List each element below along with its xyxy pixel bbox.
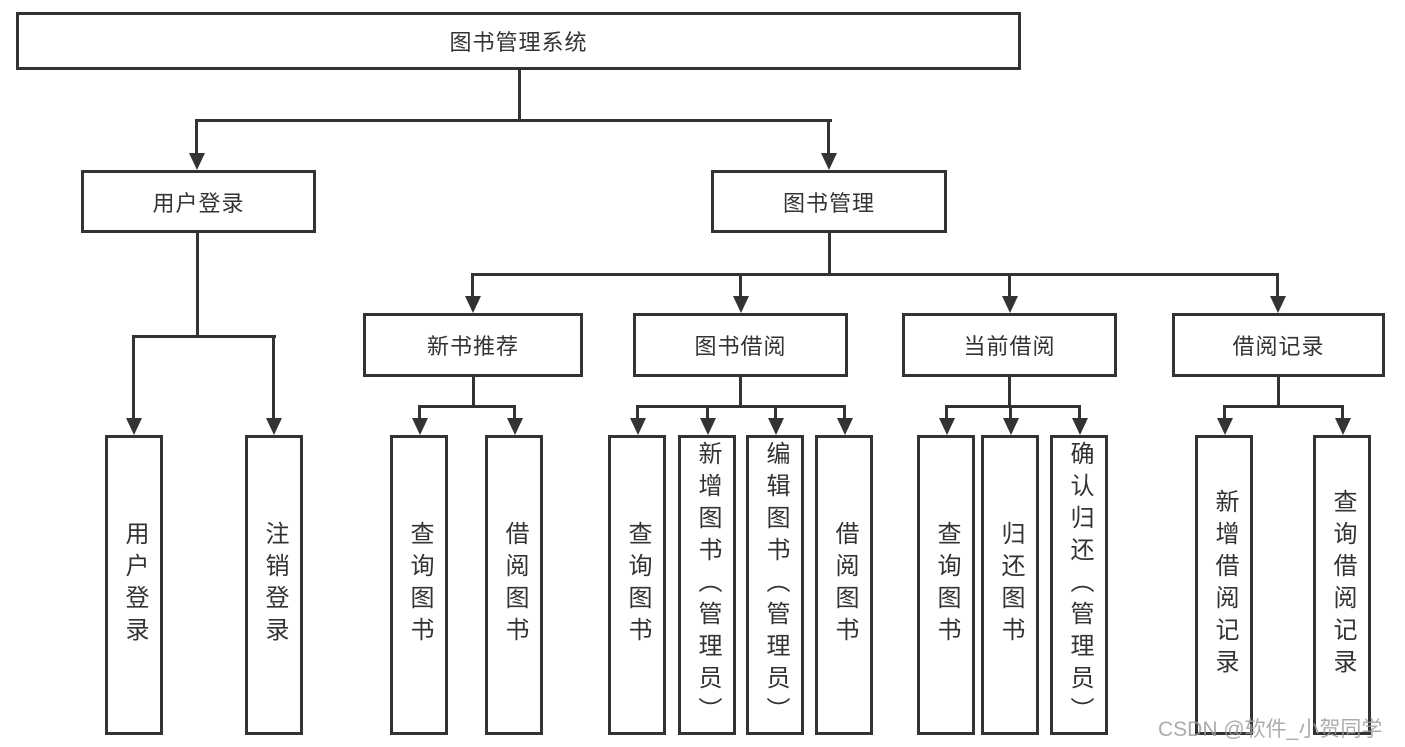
connector-vline <box>945 405 948 419</box>
connector-vline <box>518 68 521 121</box>
leaf-logout: 注销登录 <box>245 435 303 735</box>
arrowhead-down-icon <box>507 418 523 435</box>
node-current-borrowing: 当前借阅 <box>902 313 1117 377</box>
leaf-label: 新增图书（管理员） <box>694 441 721 729</box>
connector-vline <box>472 377 475 408</box>
leaf-label: 借阅图书 <box>501 521 528 649</box>
connector-hline <box>418 405 516 408</box>
connector-vline <box>1009 405 1012 419</box>
connector-vline <box>1078 405 1081 419</box>
node-book-management: 图书管理 <box>711 170 947 233</box>
connector-vline <box>1008 273 1011 297</box>
node-label: 图书管理 <box>782 190 875 216</box>
connector-vline <box>1008 377 1011 408</box>
connector-hline <box>1223 405 1344 408</box>
connector-vline <box>843 405 846 419</box>
leaf-label: 归还图书 <box>997 521 1024 649</box>
leaf-label: 编辑图书（管理员） <box>762 441 789 729</box>
connector-vline <box>272 335 275 419</box>
arrowhead-down-icon <box>821 153 837 170</box>
leaf-confirm-return-admin: 确认归还（管理员） <box>1050 435 1108 735</box>
leaf-label: 查询图书 <box>624 521 651 649</box>
connector-vline <box>513 405 516 419</box>
leaf-query-books-borrowing: 查询图书 <box>608 435 666 735</box>
connector-vline <box>739 273 742 297</box>
leaf-label: 查询图书 <box>933 521 960 649</box>
connector-vline <box>828 233 831 275</box>
leaf-query-books-current: 查询图书 <box>917 435 975 735</box>
arrowhead-down-icon <box>465 296 481 313</box>
arrowhead-down-icon <box>1002 296 1018 313</box>
connector-vline <box>195 119 198 155</box>
leaf-edit-books-admin: 编辑图书（管理员） <box>746 435 804 735</box>
node-label: 新书推荐 <box>426 334 519 359</box>
arrowhead-down-icon <box>1217 418 1233 435</box>
arrowhead-down-icon <box>266 418 282 435</box>
arrowhead-down-icon <box>189 153 205 170</box>
node-label: 用户登录 <box>152 190 245 216</box>
arrowhead-down-icon <box>837 418 853 435</box>
connector-vline <box>1223 405 1226 419</box>
node-root-library-system: 图书管理系统 <box>16 12 1021 70</box>
connector-hline <box>636 405 845 408</box>
arrowhead-down-icon <box>412 418 428 435</box>
connector-vline <box>1341 405 1344 419</box>
arrowhead-down-icon <box>126 418 142 435</box>
csdn-watermark: CSDN @软件_小贺同学 <box>1158 718 1383 741</box>
leaf-return-books: 归还图书 <box>981 435 1039 735</box>
arrowhead-down-icon <box>939 418 955 435</box>
leaf-add-books-admin: 新增图书（管理员） <box>678 435 736 735</box>
connector-vline <box>1276 273 1279 297</box>
leaf-label: 新增借阅记录 <box>1211 489 1238 681</box>
leaf-label: 用户登录 <box>121 521 148 649</box>
connector-vline <box>132 335 135 419</box>
node-borrowing-records: 借阅记录 <box>1172 313 1385 377</box>
arrowhead-down-icon <box>733 296 749 313</box>
arrowhead-down-icon <box>768 418 784 435</box>
node-label: 借阅记录 <box>1232 334 1325 359</box>
connector-vline <box>1277 377 1280 408</box>
connector-vline <box>471 273 474 297</box>
leaf-label: 注销登录 <box>261 521 288 649</box>
node-user-login: 用户登录 <box>81 170 316 233</box>
node-label: 当前借阅 <box>963 334 1056 359</box>
leaf-user-login: 用户登录 <box>105 435 163 735</box>
leaf-query-borrow-record: 查询借阅记录 <box>1313 435 1371 735</box>
connector-vline <box>418 405 421 419</box>
connector-vline <box>196 233 199 337</box>
leaf-add-borrow-record: 新增借阅记录 <box>1195 435 1253 735</box>
leaf-label: 确认归还（管理员） <box>1066 441 1093 729</box>
node-book-borrowing: 图书借阅 <box>633 313 848 377</box>
connector-hline <box>196 119 832 122</box>
node-label: 图书管理系统 <box>449 30 588 55</box>
connector-hline <box>471 273 1279 276</box>
arrowhead-down-icon <box>1072 418 1088 435</box>
connector-vline <box>774 405 777 419</box>
node-new-book-recommend: 新书推荐 <box>363 313 583 377</box>
leaf-borrow-books-borrowing: 借阅图书 <box>815 435 873 735</box>
arrowhead-down-icon <box>1335 418 1351 435</box>
arrowhead-down-icon <box>700 418 716 435</box>
arrowhead-down-icon <box>1270 296 1286 313</box>
leaf-label: 查询借阅记录 <box>1329 489 1356 681</box>
connector-vline <box>827 119 830 155</box>
node-label: 图书借阅 <box>694 334 787 359</box>
leaf-borrow-books-recommend: 借阅图书 <box>485 435 543 735</box>
connector-vline <box>636 405 639 419</box>
connector-vline <box>739 377 742 408</box>
leaf-query-books-recommend: 查询图书 <box>390 435 448 735</box>
leaf-label: 查询图书 <box>406 521 433 649</box>
connector-vline <box>706 405 709 419</box>
arrowhead-down-icon <box>1003 418 1019 435</box>
connector-hline <box>132 335 276 338</box>
leaf-label: 借阅图书 <box>831 521 858 649</box>
connector-hline <box>945 405 1080 408</box>
arrowhead-down-icon <box>630 418 646 435</box>
